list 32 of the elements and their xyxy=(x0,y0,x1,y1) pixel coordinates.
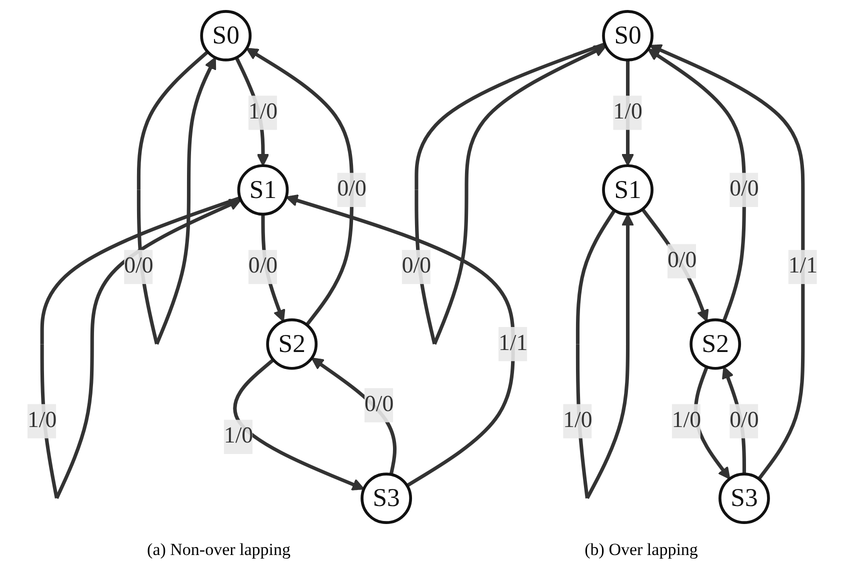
edge-label: 0/0 xyxy=(730,408,759,433)
edge-label: 1/0 xyxy=(248,100,278,124)
edge-label: 0/0 xyxy=(667,248,697,273)
arrow xyxy=(233,358,364,490)
edge-label: 1/0 xyxy=(672,408,702,433)
edge-label: 1/1 xyxy=(788,254,818,278)
edge-label: 1/0 xyxy=(613,100,642,124)
arrow xyxy=(311,357,397,475)
edge-label: 0/0 xyxy=(364,392,394,417)
caption-text: (b) Over lapping xyxy=(584,540,698,560)
arrow xyxy=(647,48,746,322)
edge-label: 1/1 xyxy=(498,331,528,356)
arrow xyxy=(641,208,709,322)
edge-label: 0/0 xyxy=(337,177,366,202)
node-circle: S1 xyxy=(602,164,654,216)
node-circle: S3 xyxy=(360,472,412,524)
edge-label: 1/0 xyxy=(563,408,592,433)
edge-label: 0/0 xyxy=(402,254,432,278)
node-circle: S0 xyxy=(200,10,252,62)
node-circle: S3 xyxy=(718,472,770,524)
edge-label: 0/0 xyxy=(124,254,154,278)
arrow xyxy=(246,48,354,326)
edge-label: 0/0 xyxy=(730,177,759,202)
node-circle: S2 xyxy=(690,318,742,370)
node-circle: S2 xyxy=(266,318,318,370)
edge-label: 1/0 xyxy=(224,424,254,448)
node-circle: S1 xyxy=(237,164,289,216)
edge-label: 1/0 xyxy=(27,408,57,433)
caption-text: (a) Non-over lapping xyxy=(147,540,291,560)
arrow xyxy=(286,194,515,488)
edge-label: 0/0 xyxy=(248,254,278,278)
node-circle: S0 xyxy=(602,10,654,62)
